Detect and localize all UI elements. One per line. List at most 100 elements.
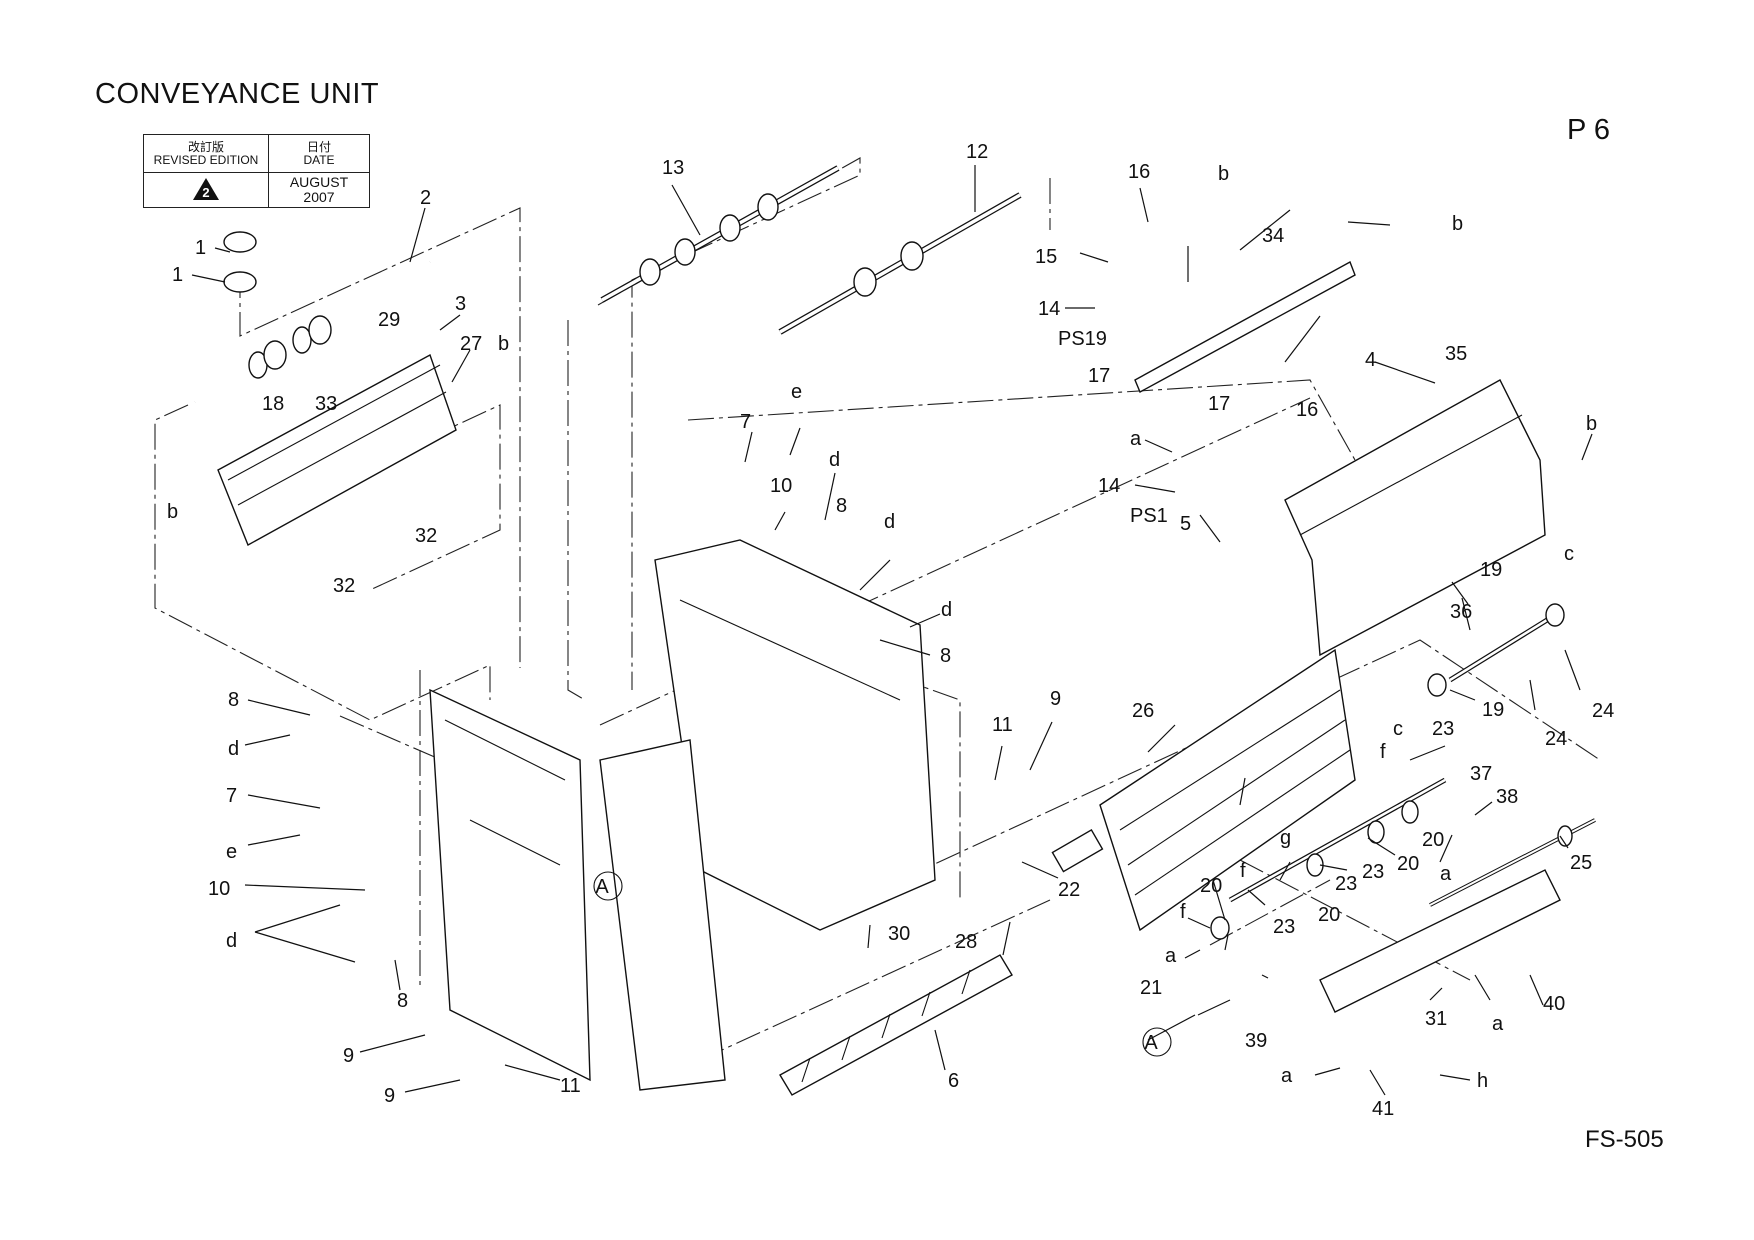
callout-label: 1 xyxy=(195,237,206,259)
callout-label: 31 xyxy=(1425,1008,1447,1030)
callout-label: 24 xyxy=(1545,728,1567,750)
callout-label: 5 xyxy=(1180,513,1191,535)
callout-label: a xyxy=(1492,1013,1504,1035)
callout-label: d xyxy=(226,930,237,952)
callout-label: 8 xyxy=(228,689,239,711)
callout-label: 13 xyxy=(662,157,684,179)
callout-label: 20 xyxy=(1318,904,1340,926)
callout-label: c xyxy=(1393,718,1403,740)
callout-label: 2 xyxy=(420,187,431,209)
callout-label: 15 xyxy=(1035,246,1057,268)
callout-label: 29 xyxy=(378,309,400,331)
callout-label: 41 xyxy=(1372,1098,1394,1120)
callout-label: 16 xyxy=(1128,161,1150,183)
callout-label: b xyxy=(1586,413,1597,435)
shaft-36 xyxy=(1427,603,1565,697)
callout-label: A xyxy=(595,876,609,898)
callout-labels: 1 1 2 3 27 b 29 18 33 b 32 32 13 12 16 b… xyxy=(167,141,1614,1120)
callout-label: 32 xyxy=(333,575,355,597)
rear-guide-35 xyxy=(1284,379,1546,657)
callout-label: 22 xyxy=(1058,879,1080,901)
callout-label: 9 xyxy=(384,1085,395,1107)
callout-label: 25 xyxy=(1570,852,1592,874)
callout-label: 8 xyxy=(397,990,408,1012)
callout-label: 20 xyxy=(1397,853,1419,875)
callout-label: 7 xyxy=(226,785,237,807)
model-code: FS-505 xyxy=(1585,1126,1664,1153)
shaft-37 xyxy=(1210,777,1447,940)
callout-label: 35 xyxy=(1445,343,1467,365)
callout-label: 14 xyxy=(1038,298,1060,320)
page-title: CONVEYANCE UNIT xyxy=(95,78,380,110)
roller-shaft-12 xyxy=(778,192,1022,335)
callout-label: 6 xyxy=(948,1070,959,1092)
callout-label: 39 xyxy=(1245,1030,1267,1052)
date-en: DATE xyxy=(303,152,335,167)
callout-label: 24 xyxy=(1592,700,1614,722)
paddle-shaft-6 xyxy=(779,954,1013,1096)
revision-table: 改訂版 REVISED EDITION 日付 DATE 2 AUGUST 200… xyxy=(143,134,370,208)
callout-label: c xyxy=(1564,543,1574,565)
callout-label: 16 xyxy=(1296,399,1318,421)
callout-label: 27 xyxy=(460,333,482,355)
callout-label: 40 xyxy=(1543,993,1565,1015)
shaft-38 xyxy=(1429,818,1596,907)
roller-shaft-13 xyxy=(600,165,840,303)
callout-label: 36 xyxy=(1450,601,1472,623)
callout-label: g xyxy=(1280,827,1291,849)
callout-label: 9 xyxy=(1050,688,1061,710)
callout-label: d xyxy=(829,449,840,471)
revised-edition-jp: 改訂版 xyxy=(187,139,224,154)
callout-label: 11 xyxy=(560,1075,581,1097)
callout-label: f xyxy=(1380,741,1386,763)
revised-edition-en: REVISED EDITION xyxy=(153,152,259,167)
revision-mark-number: 2 xyxy=(202,185,209,200)
revision-mark-cell: 2 xyxy=(143,172,269,208)
revision-date-month: AUGUST xyxy=(289,174,349,190)
callout-label: f xyxy=(1240,860,1246,882)
upper-guide-26 xyxy=(1051,648,1356,932)
callout-label: b xyxy=(1452,213,1463,235)
bracket-31 xyxy=(1319,869,1561,1013)
callout-label: d xyxy=(941,599,952,621)
callout-label: d xyxy=(228,738,239,760)
callout-label: PS19 xyxy=(1058,328,1107,350)
callout-label: a xyxy=(1165,945,1177,967)
callout-label: a xyxy=(1130,428,1142,450)
revision-triangle-icon: 2 xyxy=(193,177,219,200)
callout-label: 23 xyxy=(1273,916,1295,938)
callout-label: 30 xyxy=(888,923,910,945)
callout-label: b xyxy=(167,501,178,523)
callout-label: 37 xyxy=(1470,763,1492,785)
revised-edition-header: 改訂版 REVISED EDITION xyxy=(143,134,269,173)
reference-circle-icon xyxy=(1142,1027,1172,1057)
callout-label: 3 xyxy=(455,293,466,315)
callout-label: 7 xyxy=(740,411,751,433)
revision-date-year: 2007 xyxy=(303,189,335,205)
callout-label: 34 xyxy=(1262,225,1284,247)
callout-label: 17 xyxy=(1088,365,1110,387)
callout-label: 23 xyxy=(1335,873,1357,895)
callout-label: 26 xyxy=(1132,700,1154,722)
callout-label: 4 xyxy=(1365,349,1376,371)
callout-label: 32 xyxy=(415,525,437,547)
callout-label: 19 xyxy=(1482,699,1504,721)
callout-label: f xyxy=(1180,901,1186,923)
callout-label: d xyxy=(884,511,895,533)
callout-label: 21 xyxy=(1140,977,1162,999)
reference-circle-marks xyxy=(593,871,1172,1057)
left-side-frame xyxy=(429,539,936,1091)
callout-label: 14 xyxy=(1098,475,1120,497)
page-number: P 6 xyxy=(1567,114,1611,146)
callout-label: 23 xyxy=(1432,718,1454,740)
guide-plate-33 xyxy=(217,353,457,546)
callout-label: 23 xyxy=(1362,861,1384,883)
revision-date-cell: AUGUST 2007 xyxy=(268,172,370,208)
callout-label: 18 xyxy=(262,393,284,415)
callout-label: 20 xyxy=(1200,875,1222,897)
bracket-34 xyxy=(1134,261,1356,393)
callout-label: 28 xyxy=(955,931,977,953)
callout-label: PS1 xyxy=(1130,505,1168,527)
callout-label: h xyxy=(1477,1070,1488,1092)
